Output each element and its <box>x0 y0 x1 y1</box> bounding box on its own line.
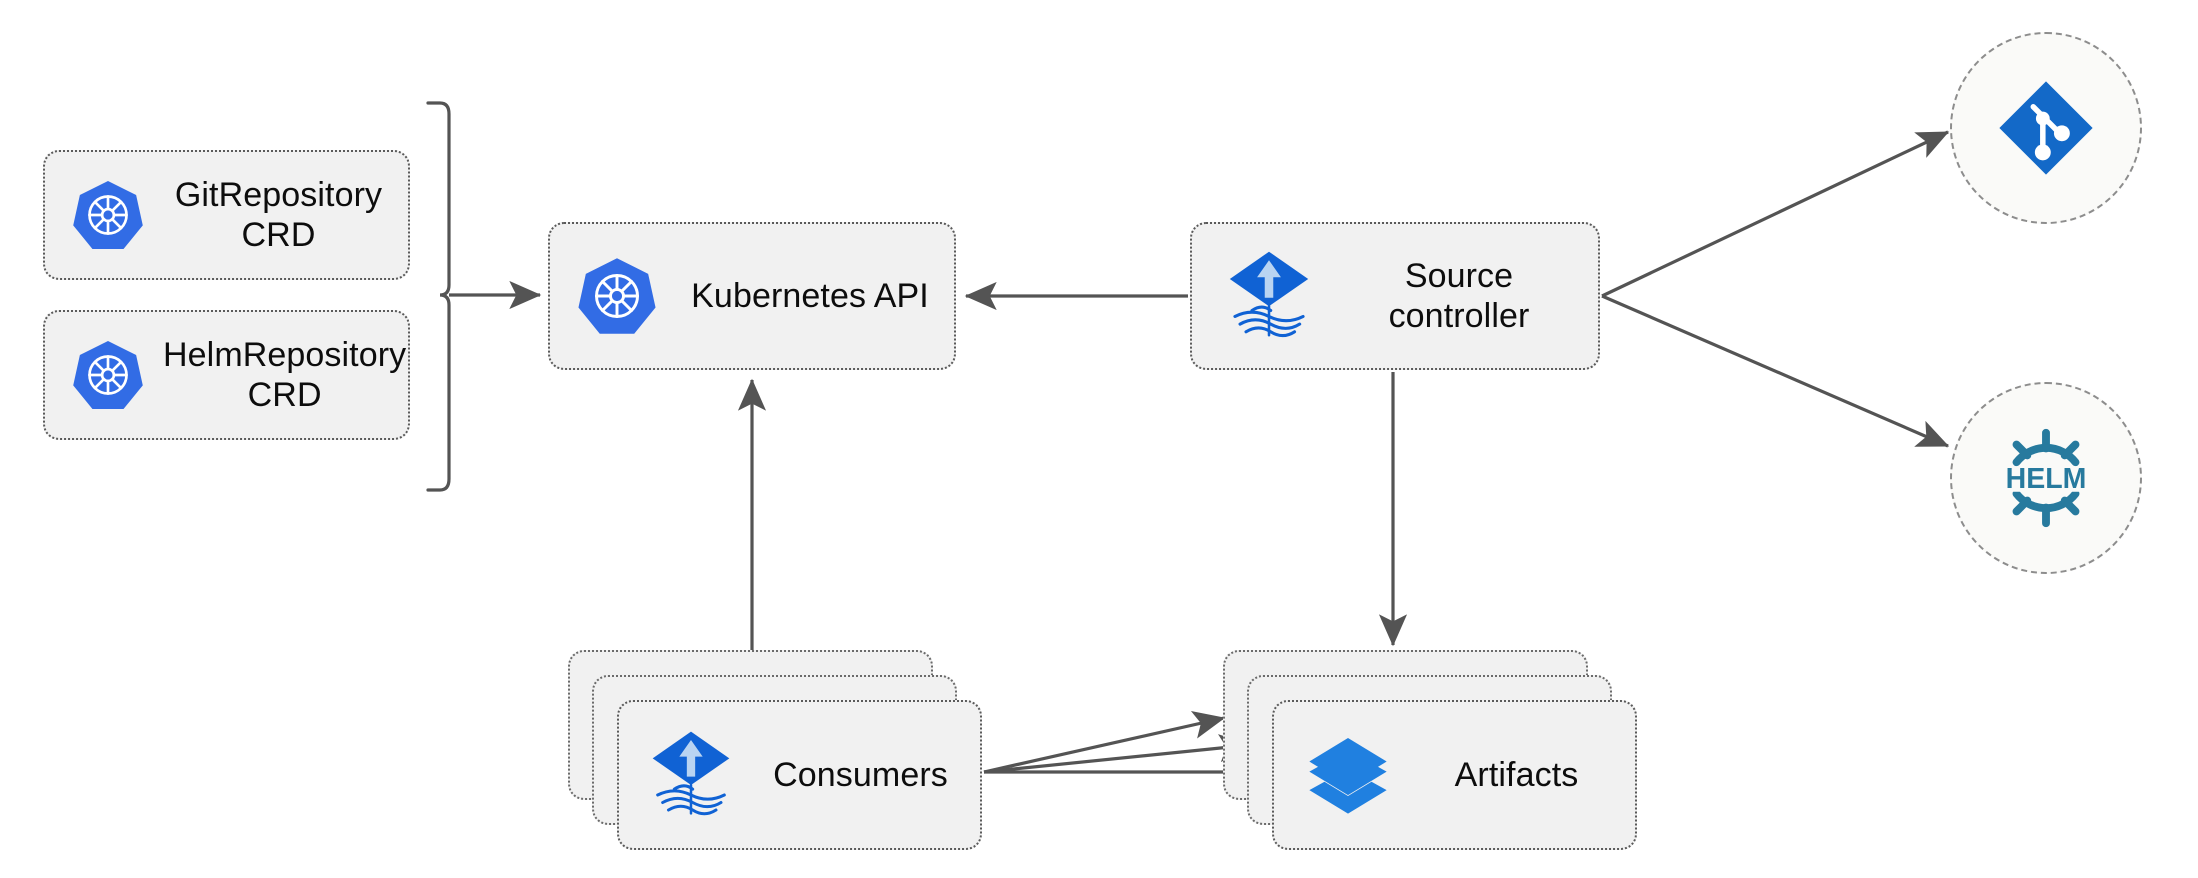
flux-icon <box>1226 250 1312 342</box>
node-artifacts[interactable]: Artifacts <box>1272 700 1637 850</box>
edge-source-controller-to-git <box>1601 130 1950 298</box>
node-label-kubernetes-api: Kubernetes API <box>691 276 929 315</box>
circle-helm-endpoint[interactable]: HELM <box>1950 382 2142 574</box>
node-consumers[interactable]: Consumers <box>617 700 982 850</box>
node-helm-repository-crd[interactable]: HelmRepository CRD <box>43 310 410 440</box>
node-label-git-repository-crd: GitRepository CRD <box>174 175 383 254</box>
flux-icon <box>649 730 733 820</box>
node-kubernetes-api[interactable]: Kubernetes API <box>548 222 956 370</box>
edge-consumers-to-artifacts-top <box>983 711 1226 774</box>
node-git-repository-crd[interactable]: GitRepository CRD <box>43 150 410 280</box>
edge-source-controller-to-helm <box>1601 294 1950 448</box>
kubernetes-icon <box>71 338 145 412</box>
node-label-source-controller: Source controller <box>1388 256 1530 335</box>
layers-icon <box>1306 733 1390 817</box>
helm-icon: HELM <box>1987 419 2105 537</box>
crd-group-bracket <box>426 101 451 492</box>
git-icon <box>1993 75 2099 181</box>
kubernetes-icon <box>576 255 658 337</box>
kubernetes-icon <box>71 178 145 252</box>
node-label-consumers: Consumers <box>773 755 948 794</box>
edge-consumers-to-artifacts-middle <box>983 734 1252 774</box>
circle-git-endpoint[interactable] <box>1950 32 2142 224</box>
node-source-controller[interactable]: Source controller <box>1190 222 1600 370</box>
node-label-helm-repository-crd: HelmRepository CRD <box>163 335 407 414</box>
helm-wordmark: HELM <box>2006 463 2087 495</box>
node-label-artifacts: Artifacts <box>1454 755 1579 794</box>
